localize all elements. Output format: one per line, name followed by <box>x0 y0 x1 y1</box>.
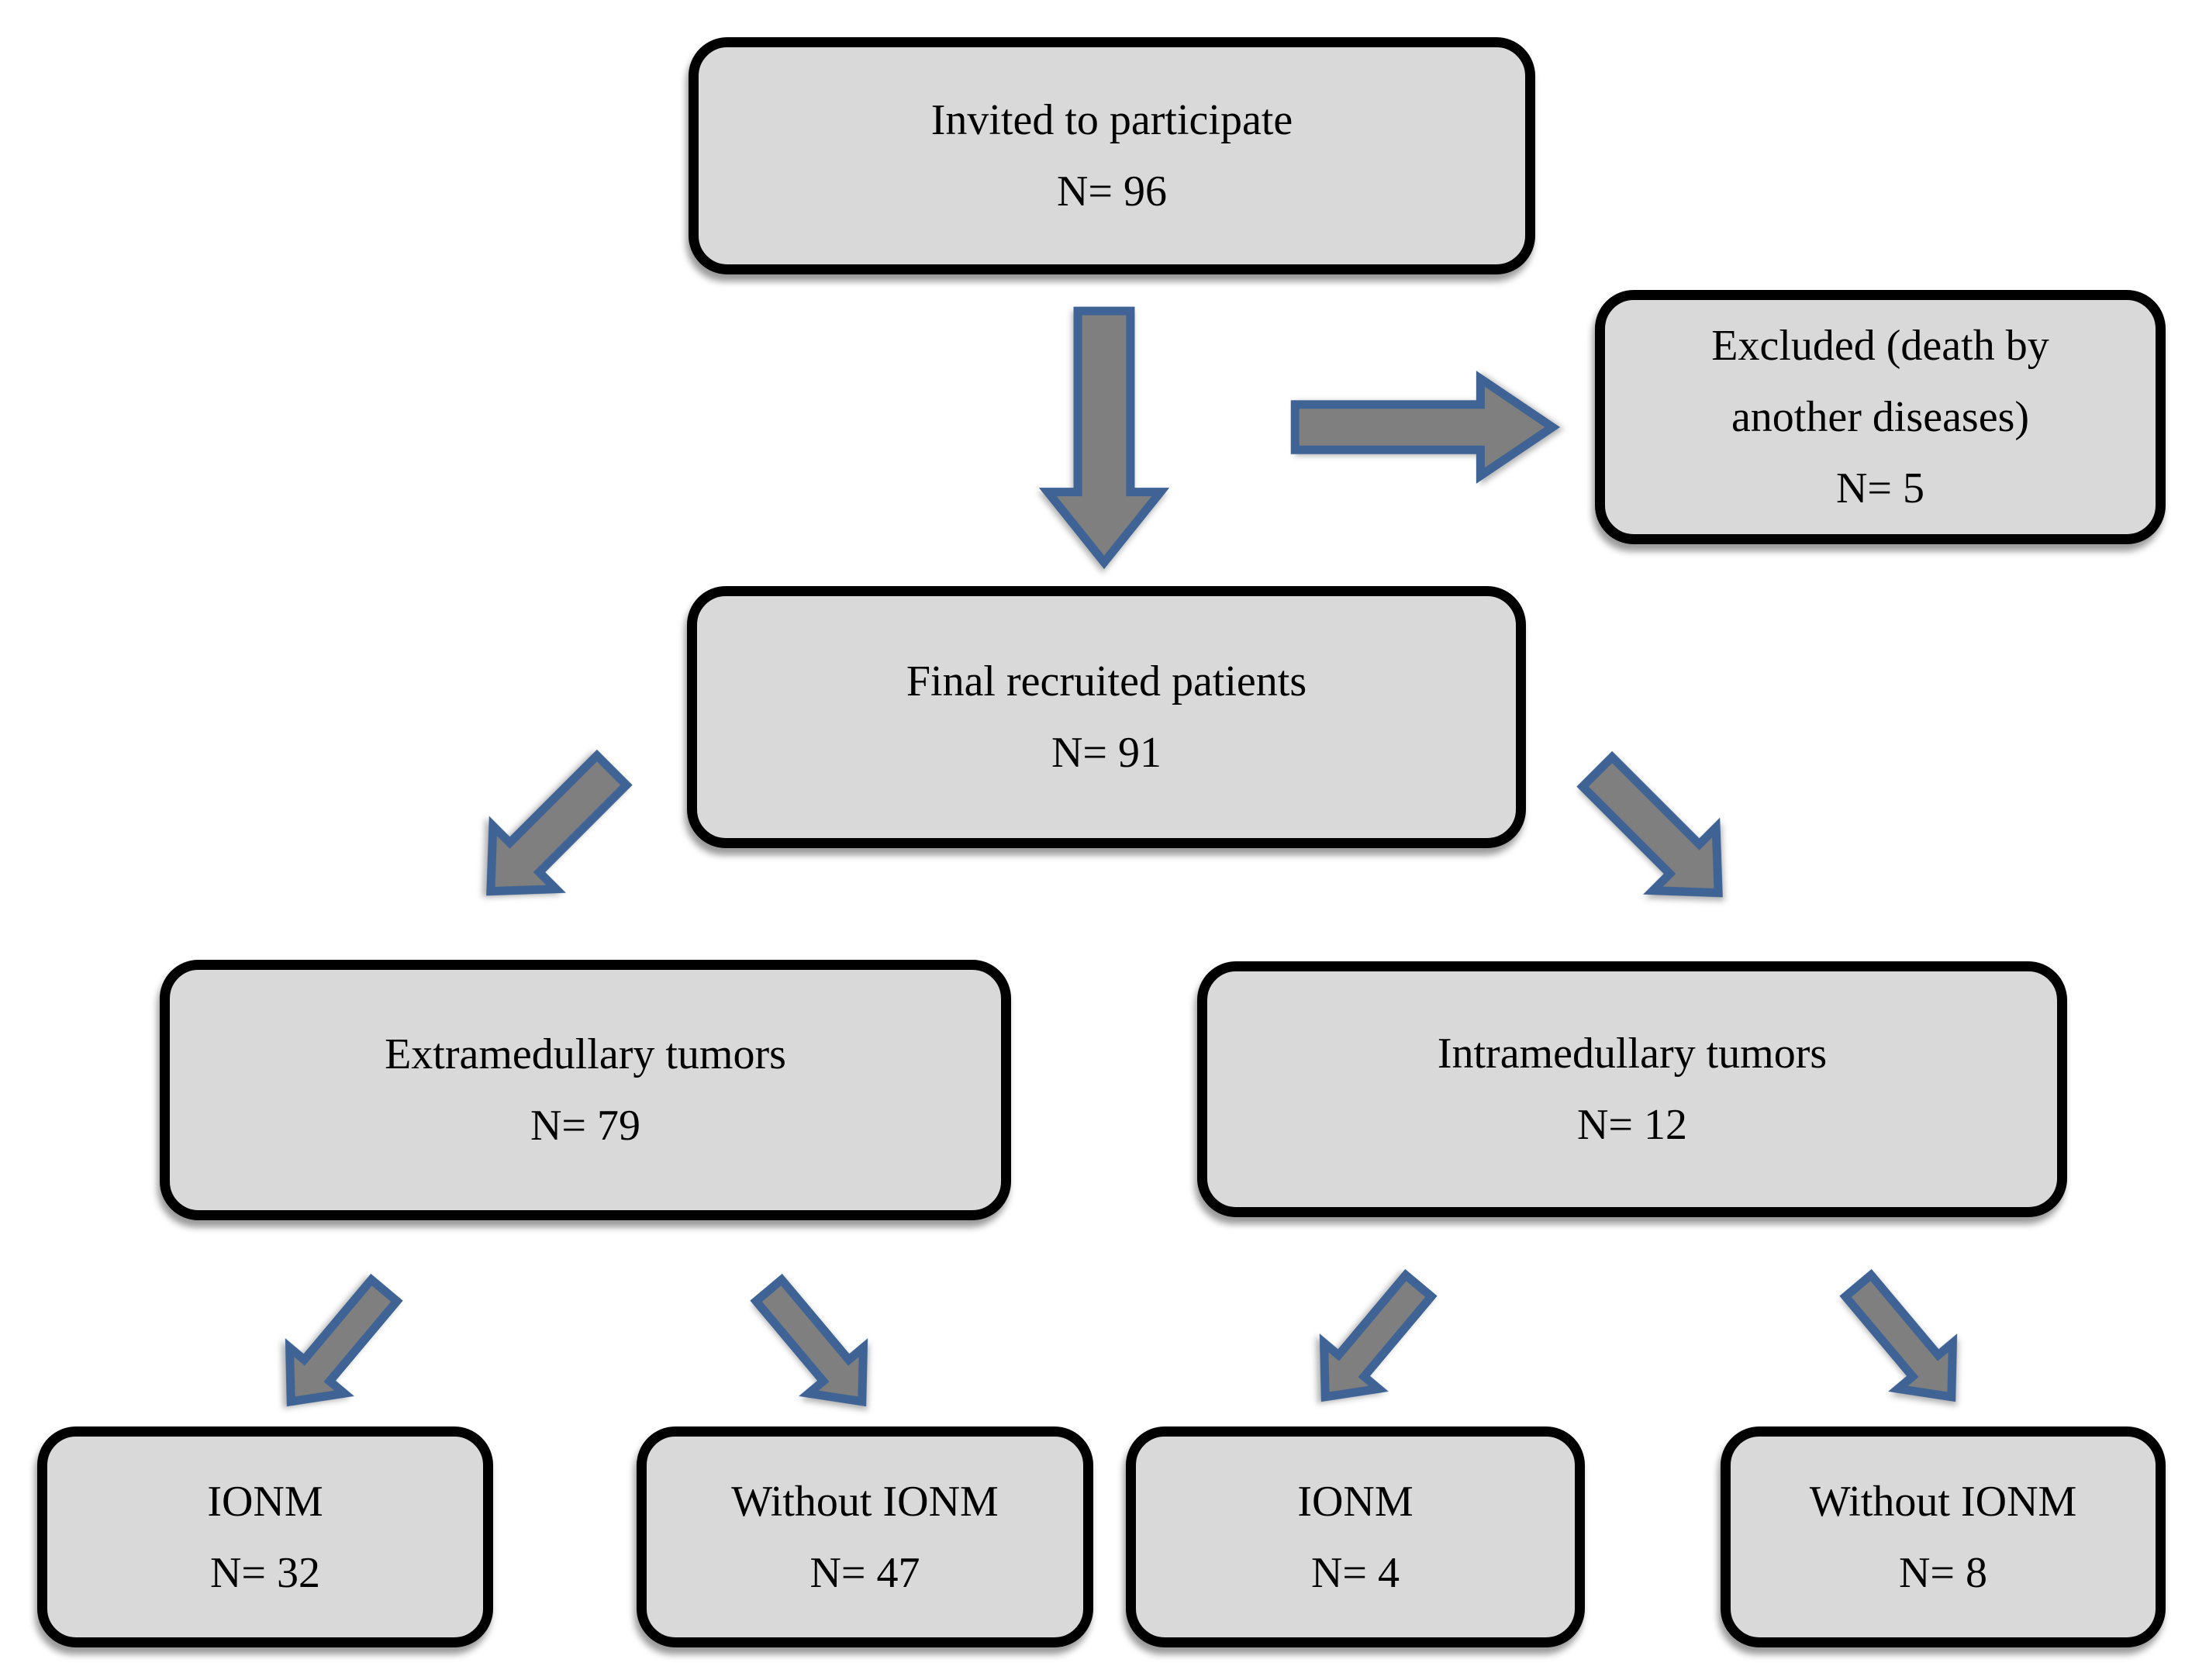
node-count: N= 79 <box>530 1102 641 1150</box>
arrow-final-to-intramedullary <box>1561 735 1755 930</box>
node-label: Intramedullary tumors <box>1437 1030 1828 1078</box>
arrow-intramedullary-to-ionm <box>1293 1259 1450 1425</box>
arrow-final-to-extramedullary <box>454 733 648 928</box>
node-label: IONM <box>1297 1477 1414 1526</box>
node-label: Without IONM <box>1809 1477 2077 1526</box>
node-count: N= 8 <box>1898 1548 1988 1597</box>
node-count: N= 4 <box>1310 1548 1400 1597</box>
node-count: N= 47 <box>809 1548 920 1597</box>
node-excluded: Excluded (death by another diseases) N= … <box>1595 290 2166 544</box>
node-final-recruited-patients: Final recruited patients N= 91 <box>687 586 1526 848</box>
arrow-invited-to-final <box>1043 306 1165 568</box>
arrow-extramedullary-to-ionm <box>259 1264 416 1430</box>
node-without-ionm-extramedullary: Without IONM N= 47 <box>637 1426 1093 1647</box>
node-count: N= 96 <box>1056 167 1168 216</box>
node-count: N= 12 <box>1576 1101 1688 1149</box>
node-label: Invited to participate <box>930 96 1293 144</box>
node-intramedullary-tumors: Intramedullary tumors N= 12 <box>1197 961 2067 1217</box>
arrow-extramedullary-to-without-ionm <box>737 1264 894 1430</box>
arrow-invited-to-excluded <box>1290 374 1558 480</box>
node-label: Without IONM <box>731 1477 999 1526</box>
arrow-intramedullary-to-without-ionm <box>1827 1259 1983 1425</box>
node-invited-to-participate: Invited to participate N= 96 <box>689 37 1535 274</box>
node-label: Final recruited patients <box>906 657 1307 705</box>
node-count: N= 5 <box>1835 464 1925 512</box>
node-without-ionm-intramedullary: Without IONM N= 8 <box>1721 1426 2166 1647</box>
node-label: Extramedullary tumors <box>385 1030 786 1078</box>
node-count: N= 91 <box>1051 729 1162 777</box>
node-ionm-extramedullary: IONM N= 32 <box>37 1426 493 1647</box>
node-ionm-intramedullary: IONM N= 4 <box>1126 1426 1585 1647</box>
node-count: N= 32 <box>209 1548 321 1597</box>
node-extramedullary-tumors: Extramedullary tumors N= 79 <box>160 960 1011 1220</box>
node-label: IONM <box>207 1477 323 1526</box>
node-label: another diseases) <box>1731 393 2030 441</box>
node-label: Excluded (death by <box>1711 322 2049 370</box>
